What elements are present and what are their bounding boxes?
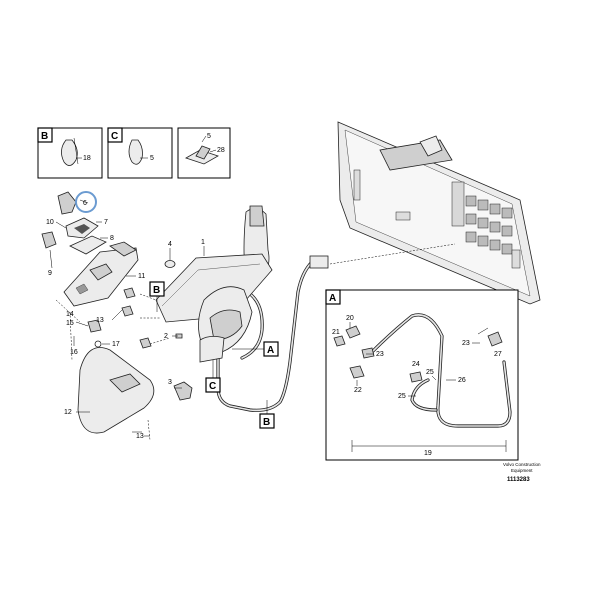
main-harness [216, 255, 329, 412]
cover-part-12 [77, 347, 155, 434]
washer-part-4 [164, 260, 176, 268]
relay-part-3 [173, 381, 193, 401]
ref-tag-c: C [209, 381, 216, 392]
callout-13-upper: 13 [96, 317, 104, 324]
inset-clip-part-5: 5 [207, 133, 211, 140]
harness-connector [309, 255, 329, 269]
callout-2: 2 [164, 333, 168, 340]
callout-16: 16 [70, 349, 78, 356]
mount-bracket [199, 336, 225, 363]
inset-box-c: C 5 [107, 127, 173, 179]
callout-9: 9 [48, 270, 52, 277]
callout-3: 3 [168, 379, 172, 386]
detail-callout-20: 20 [346, 315, 354, 322]
armrest-assembly [155, 205, 273, 363]
inset-box-b: B 18 [37, 127, 103, 179]
footer-brand: Volvo Construction [503, 462, 541, 467]
inset-box-clip: 5 28 [177, 127, 231, 179]
ref-tag-a: A [267, 345, 274, 356]
footer: Volvo Construction Equipment 1113283 [503, 462, 541, 483]
detail-callout-27: 27 [494, 351, 502, 358]
detail-callout-23b: 23 [462, 340, 470, 347]
left-parts [41, 191, 193, 434]
connector-part-20 [345, 325, 361, 339]
connector-part-14 [87, 319, 102, 333]
connector-part-24 [409, 371, 423, 383]
connector-part-22 [349, 365, 365, 379]
callout-12: 12 [64, 409, 72, 416]
callout-1: 1 [201, 239, 205, 246]
armrest-pad [155, 253, 273, 323]
ref-tag-b-lower: B [263, 417, 270, 428]
inset-c-part: 5 [150, 155, 154, 162]
reference-tags: B A C B [149, 281, 279, 429]
ring-part-17 [94, 340, 102, 348]
highlight-circle [75, 191, 97, 213]
inset-c-letter: C [111, 131, 118, 142]
inset-clip-part-28: 28 [217, 147, 225, 154]
connector-part-21 [333, 335, 346, 347]
callout-6: 6 [83, 200, 87, 207]
detail-callout-22: 22 [354, 387, 362, 394]
callout-11: 11 [138, 273, 145, 280]
callout-15: 15 [66, 320, 74, 327]
inset-b-letter: B [41, 131, 48, 142]
detail-callout-25a: 25 [426, 369, 434, 376]
callout-8: 8 [110, 235, 114, 242]
detail-callout-26: 26 [458, 377, 466, 384]
cable-tie-c-icon [128, 139, 143, 165]
detail-callout-24: 24 [412, 361, 420, 368]
callout-4: 4 [168, 241, 172, 248]
switch-part-9 [41, 231, 57, 249]
callout-17: 17 [112, 341, 120, 348]
frame-part-8 [69, 235, 107, 255]
detail-callout-23a: 23 [376, 351, 384, 358]
ref-tag-b-upper: B [153, 285, 160, 296]
cable-tie-b-icon [61, 139, 78, 166]
connector-lead [329, 243, 456, 265]
callout-14: 14 [66, 311, 74, 318]
detail-a-box: A 20 21 23 22 24 25 26 25 23 27 [325, 289, 519, 461]
main-callouts: 6 10 7 8 9 11 4 1 14 15 13 16 17 2 3 12 … [46, 199, 205, 440]
electrical-cabinet [337, 121, 541, 305]
inset-b-part: 18 [83, 155, 91, 162]
detail-callout-21: 21 [332, 329, 340, 336]
callout-10: 10 [46, 219, 54, 226]
knob-part-6 [57, 191, 77, 215]
clip-top-icon [195, 145, 211, 160]
detail-callout-25b: 25 [398, 393, 406, 400]
footer-brand-2: Equipment [511, 468, 533, 473]
detail-dimension-19: 19 [424, 450, 432, 457]
callout-13-lower: 13 [136, 433, 144, 440]
left-dashed-leaders [55, 293, 171, 441]
callout-7: 7 [104, 219, 108, 226]
footer-code: 1113283 [507, 477, 530, 483]
connector-part-27 [487, 331, 503, 347]
detail-a-letter: A [329, 293, 336, 304]
